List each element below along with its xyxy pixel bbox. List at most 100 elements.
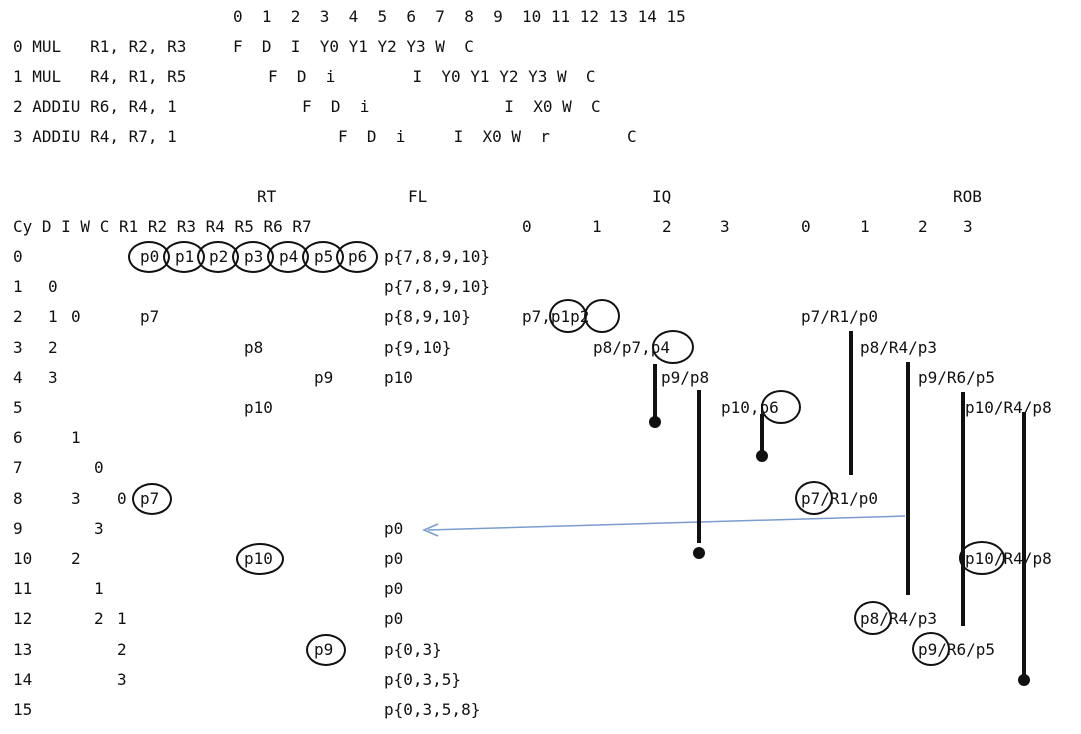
cycle-number: 14 [13,669,33,689]
cycle-number: 15 [13,700,33,719]
iq-issue-dot [756,450,768,463]
cycle-number: 6 [13,428,23,448]
cycle-number: 5 [13,398,23,417]
freelist-return-arrow [427,515,906,531]
iq-entry-prefix: p7, [522,307,551,327]
pipeline-instr-0: 0 MUL R1, R2, R3 [13,37,187,56]
pipeline-cycle-header: 0 1 2 3 4 5 6 7 8 9 10 11 12 13 14 15 [233,7,686,26]
rob-entry-0: p7/R1/p0 [801,307,879,327]
rob-commit-rest: /R4/p3 [879,609,938,629]
cycle-number: 13 [13,639,33,659]
iq-entry-prefix: p10, [721,398,760,417]
cycle-number: 3 [13,337,23,357]
pipeline-stages-2: F D i I X0 W C [302,97,601,116]
freelist-entry: p{0,3} [384,639,442,659]
iq-ready-circle [584,299,620,334]
cycle-number: 10 [13,549,33,568]
cycle-number: 4 [13,367,23,387]
cycle-number: 0 [13,247,23,266]
iq-entry-prefix: p8/p7, [593,337,651,357]
stage-col-C: 1 [117,609,127,629]
iq-col-0: 0 [522,217,532,236]
stage-col-W: 3 [94,518,104,538]
rob-entry-1: p8/R4/p3 [860,337,938,357]
stage-col-D: 0 [48,277,58,297]
pipeline-instr-1: 1 MUL R4, R1, R5 [13,67,187,86]
cycle-number: 1 [13,277,23,297]
stage-col-D: 3 [48,367,58,387]
cycle-number: 8 [13,488,23,508]
rt-initial-circle [336,241,378,273]
stage-col-C: 0 [117,488,127,508]
rt-update-circle [236,543,284,575]
iq-col-2: 2 [662,217,672,236]
cycle-number: 7 [13,458,23,478]
rob-col-1: 1 [860,217,870,236]
arrow-head [422,523,439,537]
cycle-number: 9 [13,518,23,538]
section-label-rob: ROB [953,187,982,206]
section-label-fl: FL [408,187,428,206]
pipeline-stages-0: F D I Y0 Y1 Y2 Y3 W C [233,37,474,56]
freelist-entry: p10 [384,367,413,387]
iq-ready-circle [652,329,694,364]
rt-update-R6: p9 [314,367,334,387]
iq-entry-prefix: p9/p8 [661,367,710,387]
rob-commit-circle [959,541,1005,575]
freelist-entry: p{0,3,5,8} [384,700,481,719]
rt-update-circle [132,482,172,515]
iq-entry-2: p9/p8 [661,368,709,388]
freelist-entry: p{7,8,9,10} [384,247,490,266]
rob-lifetime-line [961,391,965,626]
stage-col-W: 1 [94,579,104,599]
freelist-entry: p{9,10} [384,337,452,357]
stage-col-C: 2 [117,639,127,659]
rob-commit-circle [854,601,892,636]
rob-lifetime-line [1022,412,1026,678]
freelist-entry: p{7,8,9,10} [384,277,490,297]
rob-commit-rest: /R1/p0 [820,488,879,508]
pipeline-stages-1: F D i I Y0 Y1 Y2 Y3 W C [268,67,596,86]
stage-col-D: 1 [48,307,58,327]
stage-col-I: 1 [71,428,81,448]
stage-col-I: 2 [71,549,81,568]
stage-col-I: 3 [71,488,81,508]
freelist-entry: p{8,9,10} [384,307,471,327]
freelist-entry: p0 [384,609,404,629]
iq-lifetime-line [760,414,764,453]
rt-update-R4: p10 [244,398,273,417]
rob-lifetime-line [906,361,910,596]
rob-lifetime-line [849,331,853,475]
stage-col-C: 3 [117,669,127,689]
rob-col-0: 0 [801,217,811,236]
rob-commit-circle [795,480,833,515]
iq-issue-dot [693,547,705,559]
freelist-entry: p0 [384,518,404,538]
stage-col-W: 2 [94,609,104,629]
rt-update-R4: p8 [244,337,264,357]
rt-update-R1: p7 [140,307,160,327]
rob-col-2: 2 [918,217,928,236]
freelist-entry: p0 [384,579,404,599]
stage-col-I: 0 [71,307,81,327]
rob-entry-2: p9/R6/p5 [918,367,996,387]
pipeline-instr-3: 3 ADDIU R4, R7, 1 [13,127,177,146]
freelist-entry: p{0,3,5} [384,669,462,689]
stage-col-D: 2 [48,337,58,357]
stage-col-W: 0 [94,458,104,478]
iq-lifetime-line [697,389,701,543]
cycle-number: 12 [13,609,33,629]
cycle-number: 11 [13,579,33,599]
cycle-number: 2 [13,307,23,327]
rob-col-3: 3 [963,217,973,236]
iq-ready-circle [761,390,801,424]
rob-commit-circle [912,631,950,666]
iq-col-1: 1 [592,217,602,236]
section-label-rt: RT [257,187,277,206]
header-left: Cy D I W C R1 R2 R3 R4 R5 R6 R7 [13,217,312,236]
section-label-iq: IQ [652,187,672,206]
rob-commit-dot [1018,673,1030,686]
pipeline-instr-2: 2 ADDIU R6, R4, 1 [13,97,177,116]
